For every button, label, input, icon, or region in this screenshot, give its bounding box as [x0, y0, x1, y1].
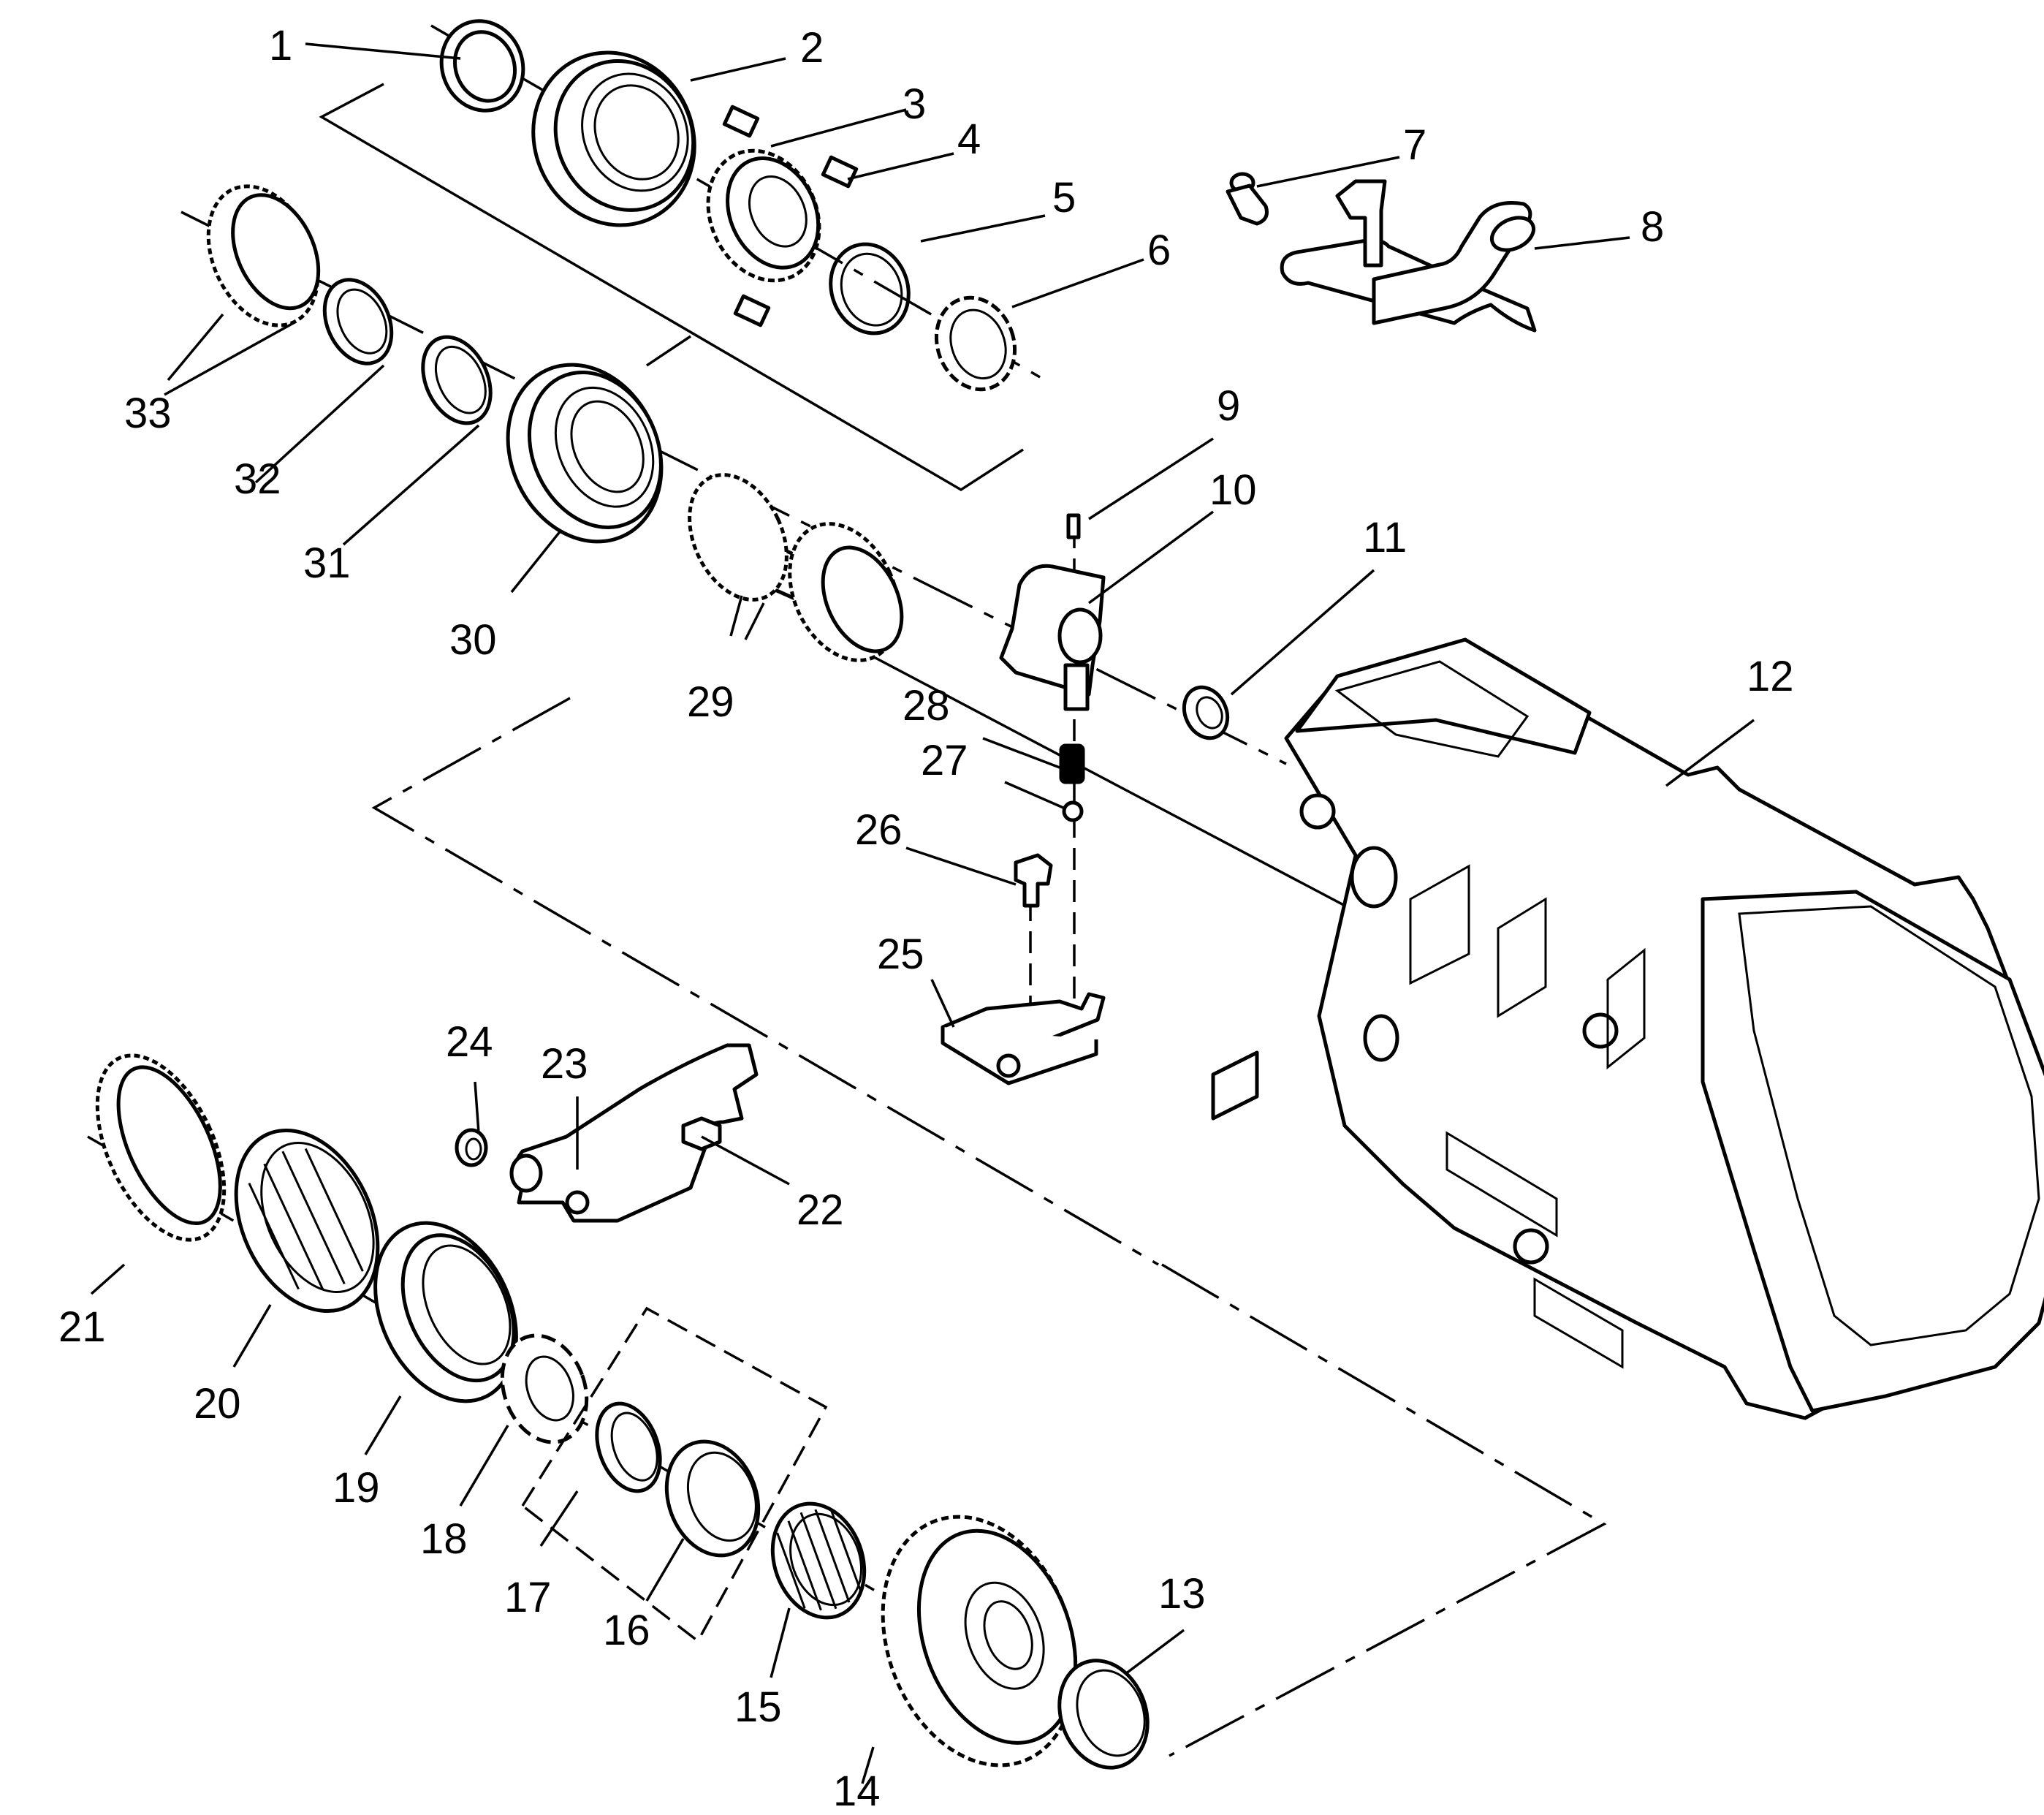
dashed-kit-box [520, 1306, 828, 1643]
snap-ring-1 [439, 19, 525, 113]
callout-21: 21 [58, 1303, 106, 1351]
callout-3: 3 [903, 80, 926, 128]
callout-20: 20 [194, 1380, 241, 1428]
bearing-race-16 [664, 1439, 761, 1558]
callout-19: 19 [333, 1464, 380, 1512]
callout-5: 5 [1052, 174, 1076, 221]
callout-2: 2 [800, 24, 824, 72]
bolt-26 [1014, 853, 1053, 908]
callout-30: 30 [449, 616, 497, 664]
callout-26: 26 [855, 806, 903, 854]
callout-31: 31 [303, 539, 351, 587]
callout-18: 18 [420, 1515, 468, 1563]
bearing-race-31 [421, 335, 493, 425]
upper-bracket-outline [319, 83, 1024, 492]
callout-8: 8 [1641, 203, 1664, 251]
callout-27: 27 [921, 737, 968, 784]
transmission-case-12 [1211, 637, 2044, 1420]
callout-15: 15 [734, 1683, 782, 1731]
oil-slinger-6 [934, 295, 1017, 392]
callout-10: 10 [1209, 466, 1257, 514]
callout-11: 11 [1363, 514, 1407, 561]
callout-9: 9 [1217, 382, 1240, 430]
callout-7: 7 [1403, 121, 1426, 169]
oil-tube-8 [1280, 179, 1537, 333]
callout-6: 6 [1147, 227, 1171, 274]
synchronizer-sleeve-2 [531, 50, 696, 227]
callout-33: 33 [124, 390, 172, 437]
callout-28: 28 [903, 682, 950, 730]
shift-fork-23 [509, 1043, 759, 1223]
synchronizer-hub-3 [706, 148, 821, 283]
synchronizer-sleeve-30 [506, 363, 664, 544]
callout-13: 13 [1158, 1570, 1206, 1618]
callout-17: 17 [504, 1574, 552, 1621]
needle-bearing-15 [770, 1501, 867, 1620]
roll-pin-9 [1066, 513, 1081, 539]
callout-22: 22 [797, 1186, 844, 1234]
gear-14 [881, 1515, 1078, 1767]
bushing-11 [1182, 685, 1230, 740]
cluster-gear-29 [688, 473, 904, 662]
interlock-plate-25 [941, 992, 1106, 1085]
fitting-7 [1226, 172, 1269, 226]
callout-12: 12 [1747, 653, 1794, 700]
callout-23: 23 [541, 1040, 588, 1088]
callout-1: 1 [269, 22, 292, 69]
ball-27 [1062, 800, 1084, 822]
callout-25: 25 [877, 931, 924, 978]
synchronizer-ring-32 [322, 278, 394, 365]
bearing-cup-19 [373, 1221, 518, 1403]
callout-16: 16 [603, 1607, 650, 1654]
snap-ring-17 [595, 1401, 662, 1493]
leader-lines [90, 42, 1755, 1784]
roller-cage-20 [234, 1128, 380, 1314]
callout-14: 14 [833, 1767, 881, 1811]
spring-28 [1059, 743, 1085, 784]
callout-24: 24 [446, 1018, 493, 1066]
snap-ring-24 [455, 1128, 488, 1167]
callout-32: 32 [234, 455, 281, 503]
synchronizer-keys-4 [722, 105, 859, 327]
gear-33 [206, 184, 321, 327]
callout-29: 29 [687, 678, 734, 726]
bearing-race-13 [1057, 1659, 1150, 1770]
callout-labels: 1 2 3 4 5 6 7 8 9 10 11 12 13 14 15 16 1… [58, 22, 1794, 1815]
snap-ring-5 [829, 242, 911, 336]
synchronizer-ring-21 [95, 1053, 227, 1242]
lower-bracket-outline [371, 697, 1607, 1757]
shift-bracket-10 [999, 564, 1106, 711]
callout-4: 4 [957, 115, 981, 163]
